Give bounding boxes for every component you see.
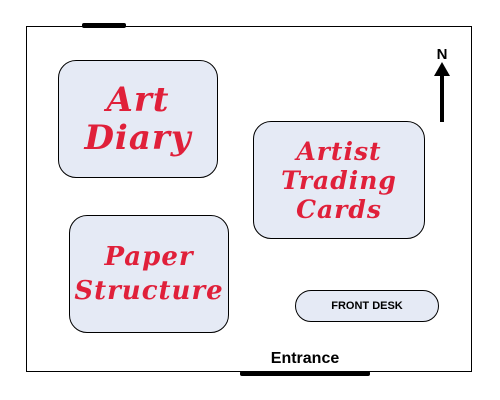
station-artist-trading-cards-label: Artist Trading Cards [281, 136, 397, 224]
north-arrow-icon [434, 62, 450, 122]
north-label: N [436, 46, 448, 63]
entrance-door [240, 371, 370, 376]
entrance-label: Entrance [270, 350, 340, 367]
station-paper-structure: Paper Structure [69, 215, 229, 333]
top-door [82, 23, 126, 28]
front-desk: FRONT DESK [295, 290, 439, 322]
front-desk-label: FRONT DESK [331, 300, 403, 312]
station-artist-trading-cards: Artist Trading Cards [253, 121, 425, 239]
station-paper-structure-label: Paper Structure [74, 242, 224, 306]
station-art-diary: Art Diary [58, 60, 218, 178]
station-art-diary-label: Art Diary [84, 80, 192, 158]
